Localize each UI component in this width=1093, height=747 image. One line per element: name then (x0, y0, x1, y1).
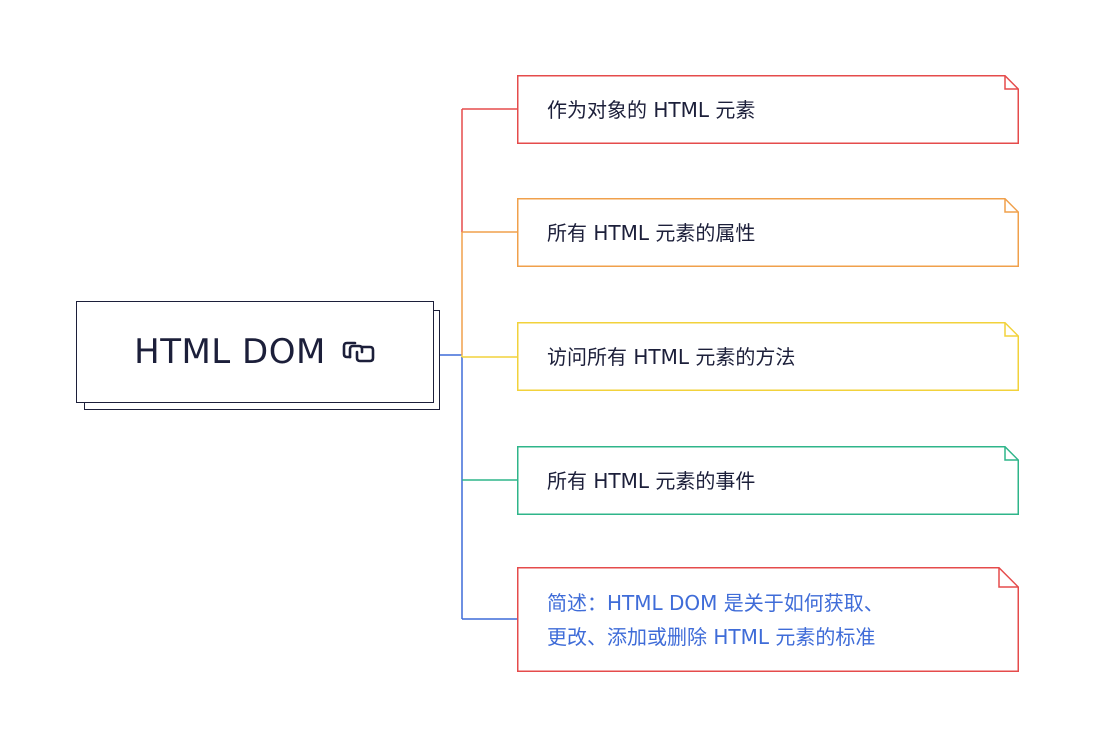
card-frame (517, 446, 1019, 515)
card-frame (517, 567, 1019, 672)
summary-line-1: 简述：HTML DOM 是关于如何获取、 (547, 590, 884, 615)
card-frame (517, 198, 1019, 267)
branch-card-4[interactable]: 所有 HTML 元素的事件 (517, 446, 1019, 515)
branch-card-3[interactable]: 访问所有 HTML 元素的方法 (517, 322, 1019, 391)
branch-label: 所有 HTML 元素的属性 (547, 220, 756, 245)
branch-label: 作为对象的 HTML 元素 (547, 97, 756, 122)
summary-text: 简述：HTML DOM 是关于如何获取、 更改、添加或删除 HTML 元素的标准 (547, 586, 884, 654)
card-frame (517, 75, 1019, 144)
branch-card-1[interactable]: 作为对象的 HTML 元素 (517, 75, 1019, 144)
summary-line-2: 更改、添加或删除 HTML 元素的标准 (547, 624, 876, 649)
branch-card-5[interactable]: 简述：HTML DOM 是关于如何获取、 更改、添加或删除 HTML 元素的标准 (517, 567, 1019, 672)
card-frame (517, 322, 1019, 391)
link-icon[interactable] (342, 338, 376, 366)
branch-label: 所有 HTML 元素的事件 (547, 468, 756, 493)
branch-card-2[interactable]: 所有 HTML 元素的属性 (517, 198, 1019, 267)
root-node[interactable]: HTML DOM (76, 301, 434, 403)
root-title: HTML DOM (134, 332, 326, 372)
branch-label: 访问所有 HTML 元素的方法 (547, 344, 796, 369)
